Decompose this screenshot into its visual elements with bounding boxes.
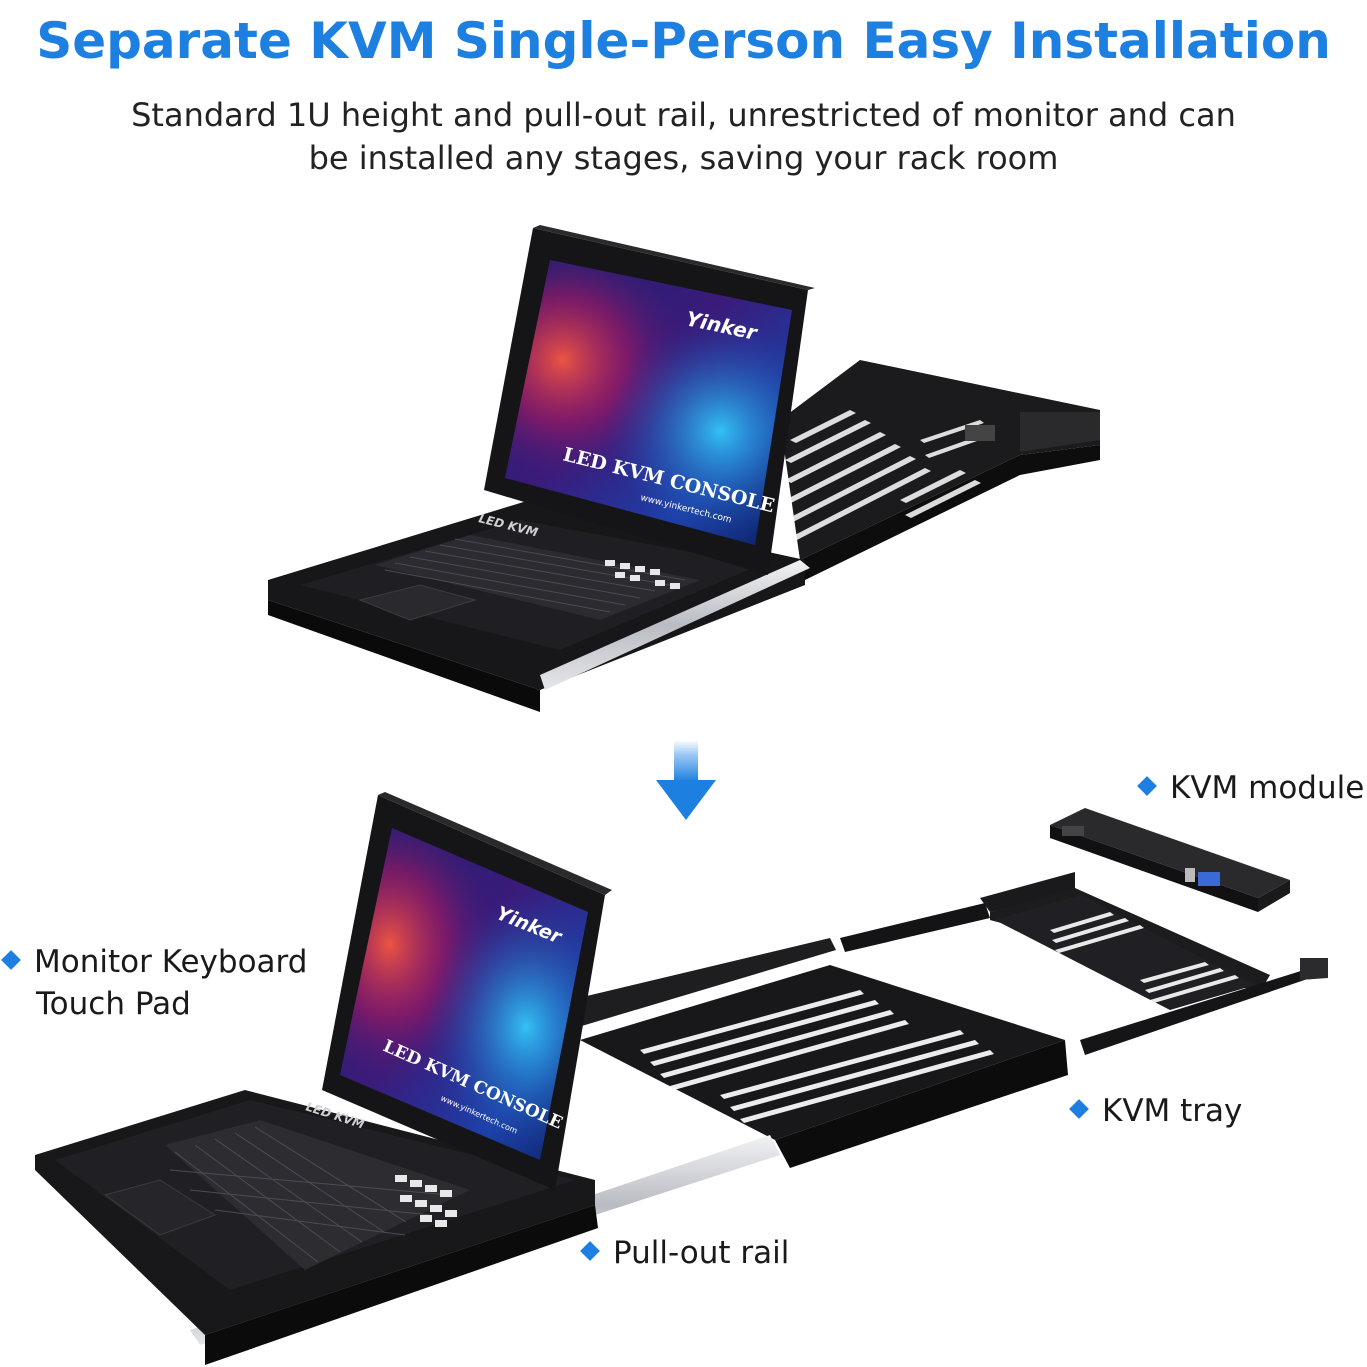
monitor-top (533, 225, 815, 290)
label-touch-pad: Touch Pad (36, 986, 191, 1022)
hotkey-buttons (605, 560, 680, 589)
monitor-top (378, 792, 612, 895)
down-arrow-icon (656, 740, 716, 820)
tray-right-rail (1080, 965, 1328, 1055)
screen-glow-cool (505, 260, 792, 545)
kvm-module-side (1258, 880, 1290, 912)
subtitle-line: Standard 1U height and pull-out rail, un… (131, 96, 1236, 134)
tray-right-plate (995, 895, 1255, 1010)
kvm-console-assembled: LED KVM Yinker LED KVM CONSOLE www.yinke… (268, 225, 1100, 712)
tray-body (780, 360, 1100, 560)
bullet-diamond-icon (1137, 775, 1157, 796)
tray-middle-vents (640, 990, 994, 1123)
screen-glow-cool (340, 828, 588, 1160)
vent-slots (785, 410, 994, 543)
vga-port (965, 425, 995, 441)
tray-middle-edge (775, 1040, 1068, 1168)
tray-back-flange (980, 872, 1075, 912)
slide-rail-upper (570, 938, 836, 1028)
rack-ear-right (1020, 412, 1100, 452)
tray-right-vents (1050, 912, 1239, 1003)
kvm-module-top (1050, 808, 1290, 898)
tray-edge (800, 445, 1100, 580)
subtitle-line: be installed any stages, saving your rac… (308, 139, 1059, 177)
page-subtitle: Standard 1U height and pull-out rail, un… (0, 94, 1367, 180)
page-title: Separate KVM Single-Person Easy Installa… (36, 12, 1331, 70)
keyboard-keys (384, 538, 686, 613)
base-front-edge (205, 1205, 598, 1365)
touch-pad (103, 1179, 217, 1236)
bullet-diamond-icon (1, 949, 21, 970)
slide-rail (540, 560, 810, 690)
label-kvm-tray: KVM tray (1069, 1090, 1242, 1132)
usb-port (1185, 868, 1195, 882)
label-pull-out-rail: Pull-out rail (580, 1232, 789, 1274)
label-kvm-module: KVM module (1137, 767, 1364, 809)
bullet-diamond-icon (580, 1240, 600, 1261)
module-port (1062, 826, 1084, 836)
keyboard-keys (169, 1126, 451, 1263)
kvm-module-front (1050, 825, 1258, 912)
vga-port (1198, 872, 1220, 886)
rack-ear (1300, 958, 1328, 980)
label-monitor-keyboard: Monitor Keyboard (1, 941, 307, 983)
base-front (268, 600, 540, 712)
kvm-console-exploded: LED KVM Yinker LED KVM CONSOLE www.yinke… (35, 792, 1328, 1365)
tray-middle-plate (580, 965, 1065, 1140)
touch-pad (358, 584, 477, 621)
tray-left-arm (840, 903, 990, 952)
bullet-diamond-icon (1069, 1098, 1089, 1119)
hotkey-buttons (395, 1175, 457, 1227)
